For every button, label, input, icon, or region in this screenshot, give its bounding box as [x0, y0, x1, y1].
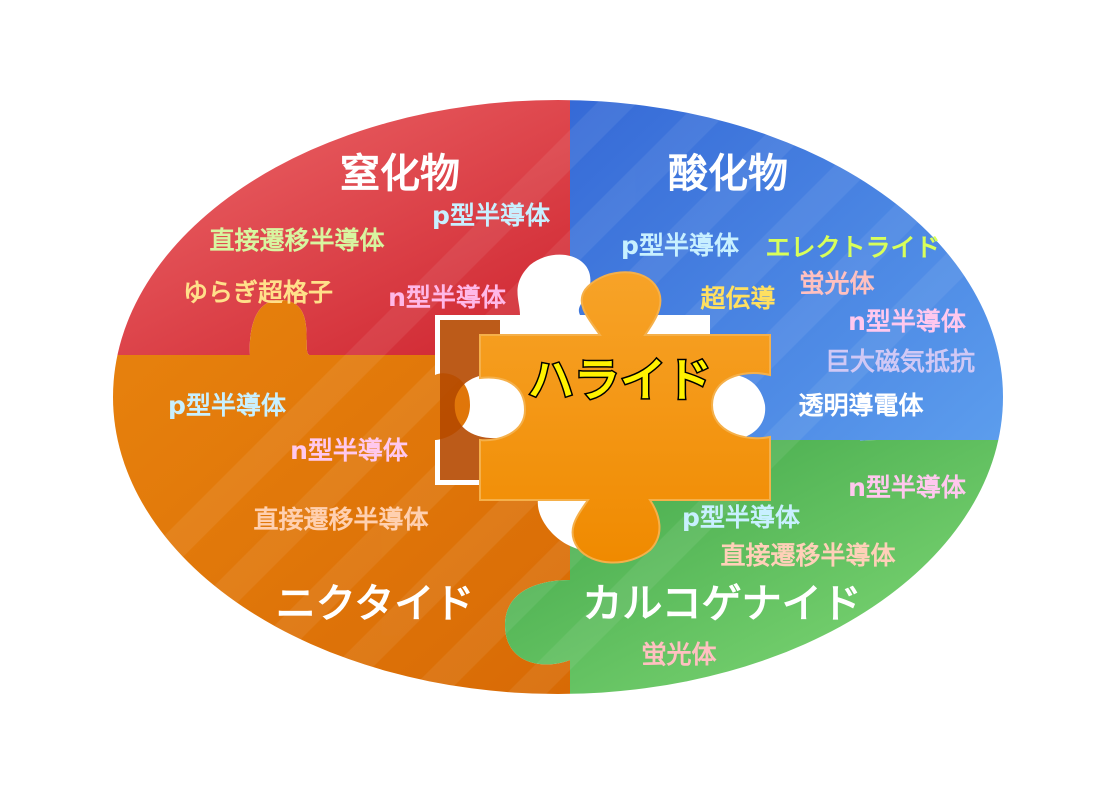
oxide-label-n-type-2: n型半導体	[848, 473, 967, 502]
nitride-title: 窒化物	[340, 151, 460, 197]
chalcogenide-label-phosphor: 蛍光体	[641, 640, 717, 669]
pnictide-label-direct-transition: 直接遷移半導体	[253, 505, 429, 534]
oxide-label-p-type: p型半導体	[621, 231, 740, 260]
oxide-label-cmr: 巨大磁気抵抗	[825, 347, 975, 376]
oxide-label-phosphor: 蛍光体	[799, 269, 875, 298]
pnictide-label-p-type: p型半導体	[168, 391, 287, 420]
oxide-label-electride: エレクトライド	[765, 233, 940, 262]
nitride-label-n-type: n型半導体	[388, 283, 507, 312]
oxide-label-n-type: n型半導体	[848, 307, 967, 336]
oxide-title: 酸化物	[668, 151, 788, 197]
oxide-label-superconductor: 超伝導	[700, 284, 775, 313]
nitride-label-p-type: p型半導体	[432, 201, 551, 230]
chalcogenide-title: カルコゲナイド	[582, 581, 861, 627]
chalcogenide-label-p-type: p型半導体	[682, 503, 801, 532]
pnictide-label-n-type: n型半導体	[290, 436, 409, 465]
nitride-label-fluctuation-superlattice: ゆらぎ超格子	[183, 278, 333, 307]
halide-label: ハライド	[528, 353, 712, 407]
pnictide-title: ニクタイド	[276, 581, 474, 627]
nitride-label-direct-transition: 直接遷移半導体	[209, 226, 385, 255]
oxide-label-transparent-conductor: 透明導電体	[798, 391, 924, 420]
chalcogenide-label-direct-transition: 直接遷移半導体	[720, 541, 896, 570]
halide-piece	[479, 271, 771, 564]
